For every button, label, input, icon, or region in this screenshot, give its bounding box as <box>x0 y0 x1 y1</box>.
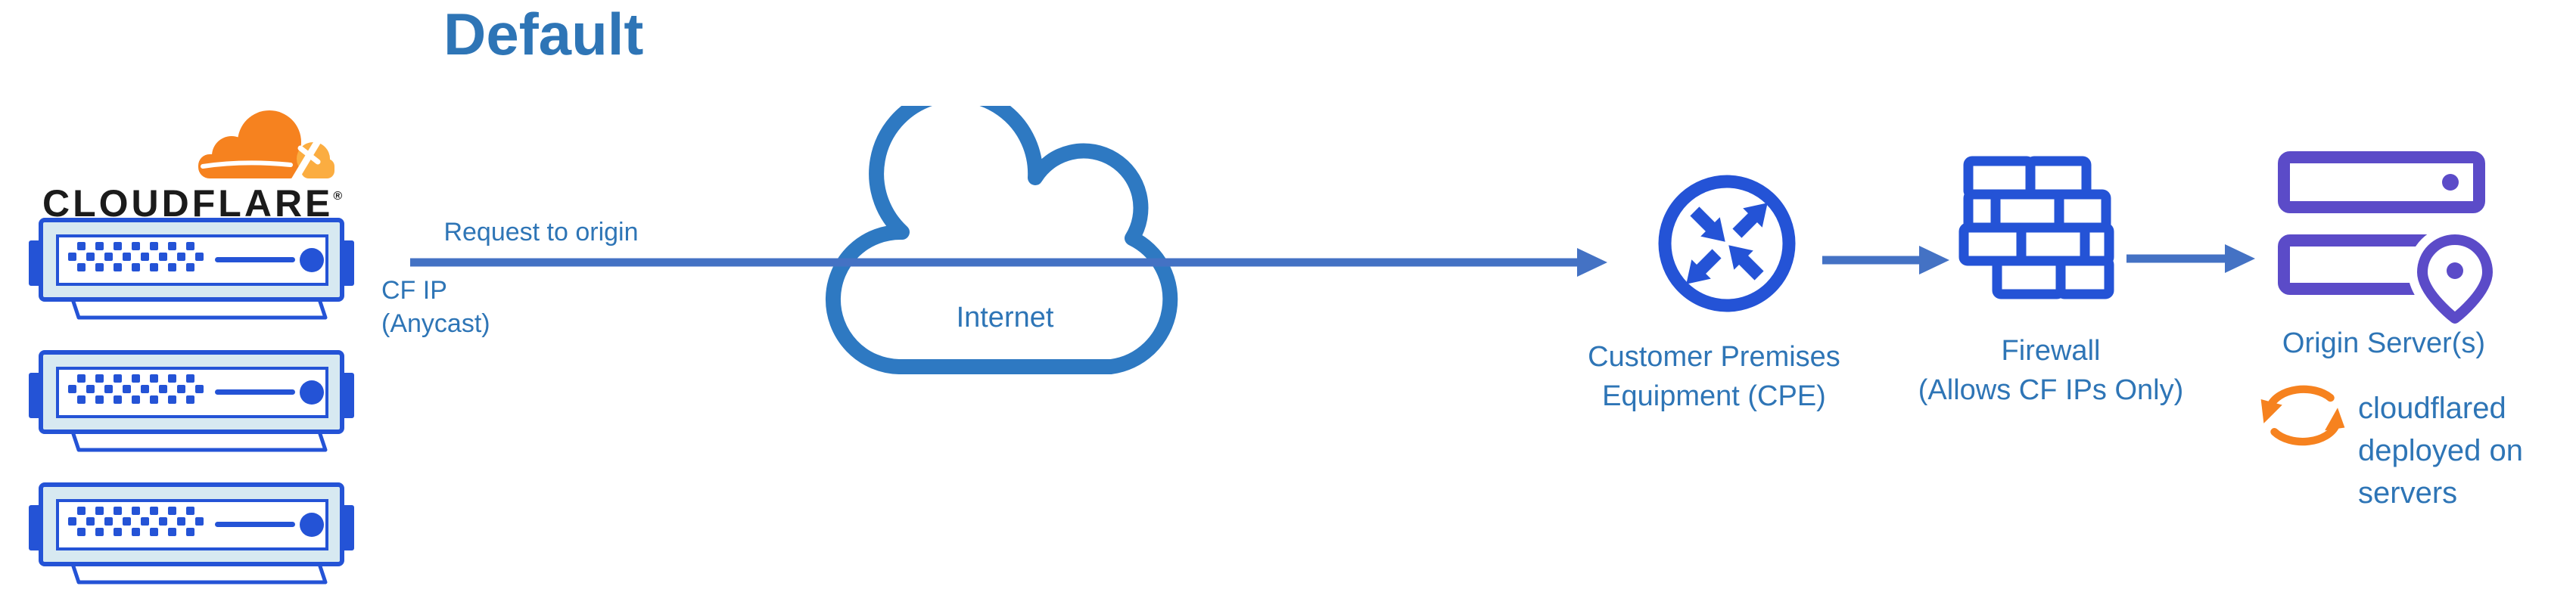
cloudflared-note-line2: deployed on <box>2358 434 2523 467</box>
request-to-origin-label: Request to origin <box>443 218 639 247</box>
cloudflare-wordmark-text: CLOUDFLARE <box>42 182 334 225</box>
cf-ip-anycast-label: CF IP (Anycast) <box>381 274 490 340</box>
cf-ip-line2: (Anycast) <box>381 309 490 338</box>
origin-servers-icon <box>2278 151 2497 333</box>
internet-label: Internet <box>956 302 1054 333</box>
cloudflared-note-line1: cloudflared <box>2358 392 2506 425</box>
cloudflare-wordmark: CLOUDFLARE® <box>42 181 342 225</box>
registered-trademark: ® <box>333 190 343 203</box>
firewall-label-line1: Firewall <box>2001 335 2101 367</box>
cf-ip-line1: CF IP <box>381 276 447 305</box>
origin-servers-label: Origin Server(s) <box>2282 327 2486 359</box>
arrow-firewall-to-origin <box>2126 244 2255 273</box>
page-title: Default <box>443 1 644 67</box>
sync-arrows-icon <box>2260 385 2345 446</box>
firewall-icon <box>1958 156 2114 299</box>
cloudflare-edge-server-icon <box>29 350 354 452</box>
cloudflare-logo-icon <box>198 110 334 183</box>
internet-cloud-icon <box>826 106 1178 374</box>
cloudflared-note: cloudflared deployed on servers <box>2358 387 2576 514</box>
cloudflare-edge-server-icon <box>29 218 354 320</box>
cpe-router-icon <box>1658 175 1796 312</box>
cpe-label-line2: Equipment (CPE) <box>1602 380 1826 412</box>
firewall-label: Firewall (Allows CF IPs Only) <box>1884 331 2217 410</box>
cloudflared-note-line3: servers <box>2358 476 2458 510</box>
firewall-label-line2: (Allows CF IPs Only) <box>1918 374 2184 406</box>
cpe-label-line1: Customer Premises <box>1588 341 1840 373</box>
cpe-label: Customer Premises Equipment (CPE) <box>1540 337 1888 416</box>
arrow-cpe-to-firewall <box>1822 246 1949 274</box>
cloudflare-edge-server-icon <box>29 482 354 585</box>
